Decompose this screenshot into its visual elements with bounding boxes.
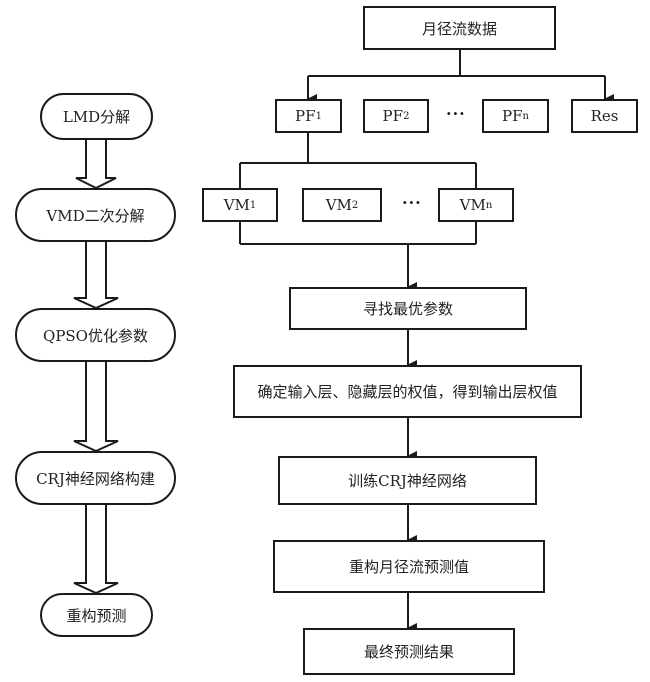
pf-base: PF (502, 107, 523, 125)
vm-ellipsis: ··· (402, 193, 422, 212)
step-reconstruct-predict: 重构预测 (40, 593, 153, 637)
step-label: VMD二次分解 (46, 206, 145, 225)
pf-ellipsis: ··· (446, 104, 466, 123)
step-vmd-secondary-decomposition: VMD二次分解 (15, 188, 176, 242)
step-label: 寻找最优参数 (362, 300, 453, 318)
step-label: LMD分解 (62, 108, 131, 126)
res-label: Res (590, 107, 619, 125)
pf-base: PF (295, 107, 316, 125)
hollow-arrow-3 (73, 362, 119, 453)
step-train-crj: 训练CRJ神经网络 (278, 456, 537, 505)
vm-sub: 1 (249, 199, 257, 211)
source-label: 月径流数据 (421, 19, 497, 38)
step-label: CRJ神经网络构建 (36, 469, 155, 488)
step-label: 训练CRJ神经网络 (348, 472, 467, 490)
step-crj-build: CRJ神经网络构建 (15, 451, 176, 505)
step-label: 重构预测 (66, 606, 127, 625)
step-label: 确定输入层、隐藏层的权值，得到输出层权值 (257, 383, 558, 401)
step-qpso-optimize: QPSO优化参数 (15, 308, 176, 362)
source-data-box: 月径流数据 (363, 6, 556, 50)
step-label: QPSO优化参数 (43, 326, 148, 345)
vm-base: VM (223, 196, 250, 214)
step-determine-weights: 确定输入层、隐藏层的权值，得到输出层权值 (233, 365, 582, 418)
hollow-arrow-1 (75, 140, 117, 190)
step-final-result: 最终预测结果 (303, 628, 515, 675)
pf-sub: 1 (315, 110, 322, 122)
step-label: 最终预测结果 (363, 643, 454, 661)
vm-sub: 2 (351, 199, 359, 211)
res-box: Res (571, 99, 638, 133)
step-find-optimal-params: 寻找最优参数 (289, 287, 527, 330)
vm-base: VM (459, 196, 486, 214)
pf-sub: n (522, 110, 529, 122)
pf-base: PF (382, 107, 404, 125)
hollow-arrow-4 (73, 505, 119, 595)
vm-sub: n (485, 199, 493, 211)
pf-sub: 2 (403, 110, 410, 122)
step-lmd-decomposition: LMD分解 (40, 93, 153, 140)
hollow-arrow-2 (73, 242, 119, 310)
vm-base: VM (325, 196, 352, 214)
step-label: 重构月径流预测值 (348, 558, 469, 576)
step-reconstruct-runoff: 重构月径流预测值 (273, 540, 545, 593)
